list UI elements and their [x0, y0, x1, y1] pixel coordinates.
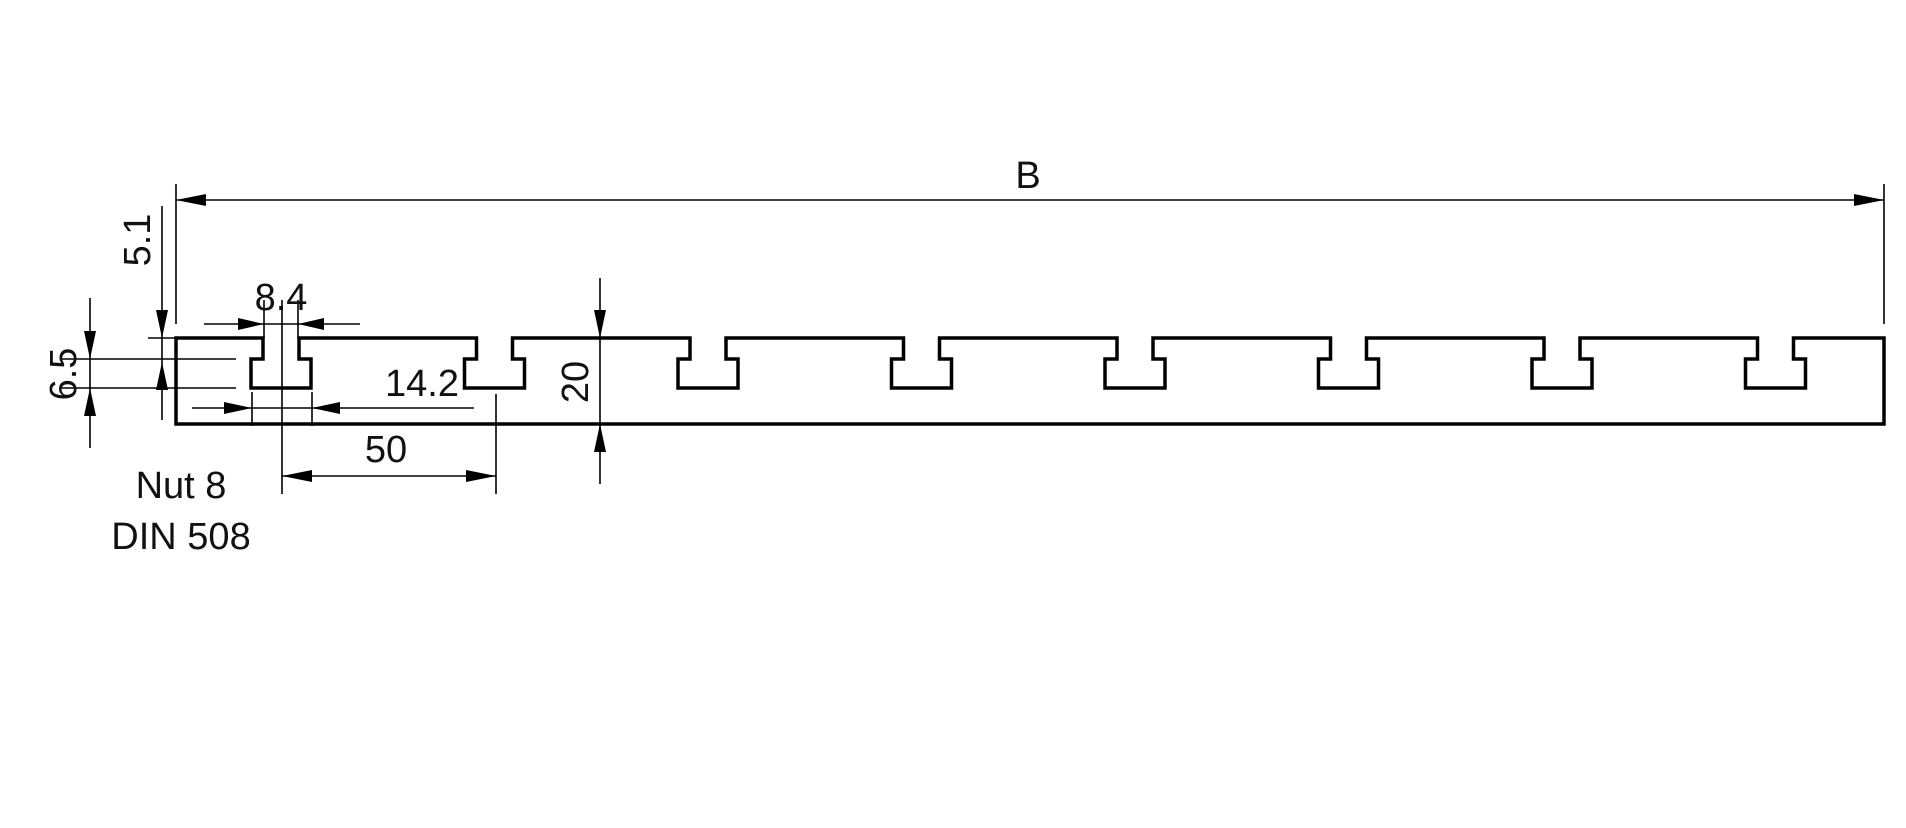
arrow-up-icon — [84, 388, 96, 416]
dimension-label-5-1: 5.1 — [117, 214, 159, 267]
dimension-label-6-5: 6.5 — [43, 348, 85, 401]
note-line-nut: Nut 8 — [136, 465, 227, 507]
dimension-label-14-2: 14.2 — [385, 363, 459, 405]
dimension-label-20: 20 — [555, 361, 597, 403]
arrow-down-icon — [594, 310, 606, 338]
arrow-left-icon — [312, 402, 340, 414]
dimension-slot-pitch: 50 — [281, 300, 497, 494]
dimension-slot-head-width: 14.2 — [192, 363, 474, 426]
arrow-down-icon — [156, 310, 168, 338]
dimension-top-offset: 5.1 — [117, 206, 176, 420]
note-line-din: DIN 508 — [111, 516, 250, 558]
dimension-label-50: 50 — [365, 429, 407, 471]
dimension-slot-depth: 6.5 — [43, 298, 236, 448]
dimension-plate-thickness: 20 — [555, 278, 606, 484]
t-slot-plate-outline — [174, 336, 1886, 426]
slot-standard-note: Nut 8 DIN 508 — [111, 465, 250, 558]
arrow-right-icon — [1854, 194, 1884, 206]
dimension-label-8-4: 8.4 — [255, 277, 308, 319]
arrow-up-icon — [156, 362, 168, 390]
dimension-overall-width: B — [175, 155, 1885, 324]
arrow-right-icon — [224, 402, 252, 414]
arrow-down-icon — [84, 331, 96, 359]
arrow-right-icon — [238, 318, 264, 330]
arrow-up-icon — [594, 424, 606, 452]
dimension-label-b: B — [1015, 155, 1040, 197]
arrow-right-icon — [466, 470, 496, 482]
arrow-left-icon — [282, 470, 312, 482]
arrow-left-icon — [176, 194, 206, 206]
arrow-left-icon — [298, 318, 324, 330]
